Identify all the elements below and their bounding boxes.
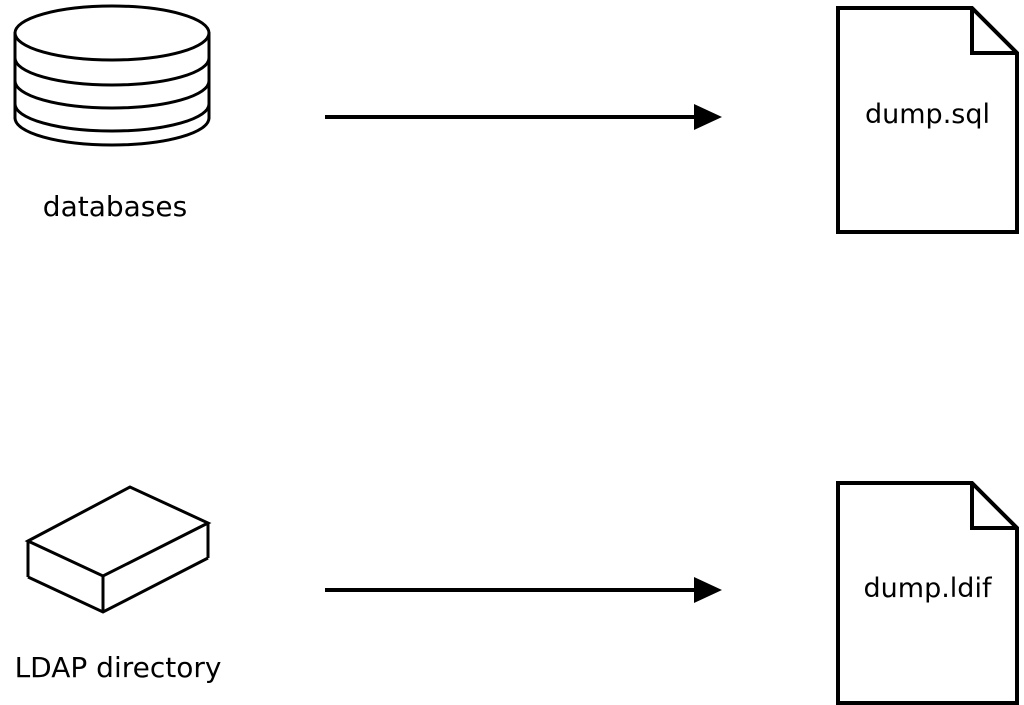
arrow-right-icon <box>325 104 722 130</box>
document-icon <box>836 6 1019 234</box>
databases-label: databases <box>42 190 188 223</box>
database-icon <box>13 4 211 147</box>
ldap-directory-label: LDAP directory <box>14 651 222 684</box>
dump-ldif-file-label: dump.ldif <box>863 573 992 604</box>
box-icon <box>24 485 212 614</box>
dump-sql-file-label: dump.sql <box>865 99 990 130</box>
arrow-right-icon <box>325 577 722 603</box>
document-icon <box>836 481 1019 705</box>
